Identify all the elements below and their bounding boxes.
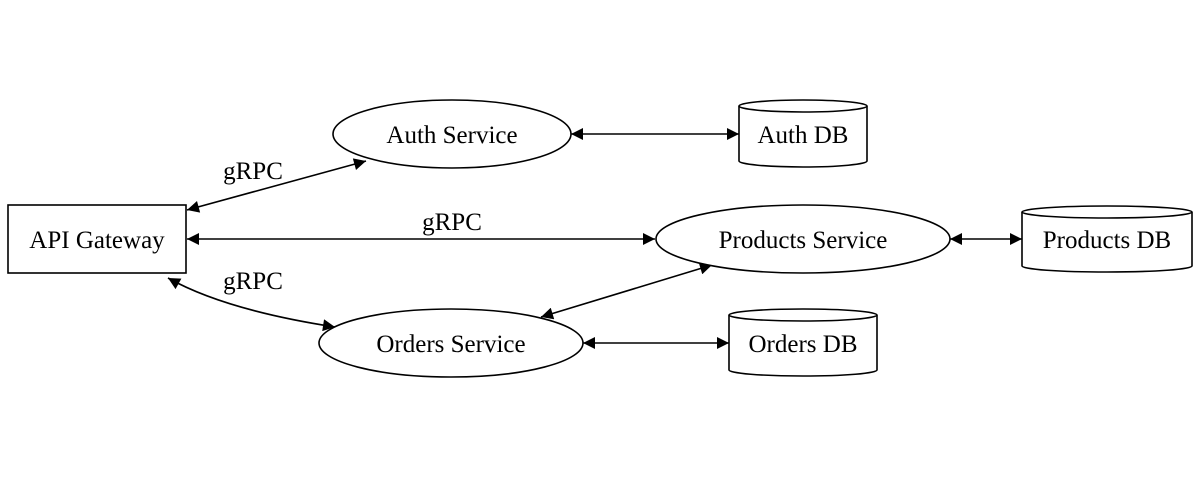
node-orders-db: Orders DB bbox=[728, 308, 878, 377]
node-api-gateway: API Gateway bbox=[7, 204, 187, 274]
edge-label-gateway-auth: gRPC bbox=[223, 158, 283, 185]
node-label-products-db: Products DB bbox=[1043, 227, 1171, 254]
edge-label-gateway-orders: gRPC bbox=[223, 268, 283, 295]
edge-products-orders bbox=[540, 262, 713, 320]
node-label-auth-service: Auth Service bbox=[386, 122, 517, 149]
edge-gateway-auth bbox=[186, 158, 367, 213]
node-products-db: Products DB bbox=[1021, 205, 1193, 273]
node-label-api-gateway: API Gateway bbox=[29, 227, 165, 254]
node-auth-db: Auth DB bbox=[738, 99, 868, 168]
node-auth-service: Auth Service bbox=[332, 99, 572, 169]
node-products-service: Products Service bbox=[655, 204, 951, 274]
node-label-auth-db: Auth DB bbox=[758, 122, 849, 149]
edge-gateway-orders bbox=[167, 277, 336, 332]
edge-label-gateway-products: gRPC bbox=[422, 209, 482, 236]
node-orders-service: Orders Service bbox=[318, 308, 584, 378]
node-label-products-service: Products Service bbox=[719, 227, 888, 254]
node-label-orders-db: Orders DB bbox=[748, 331, 857, 358]
node-label-orders-service: Orders Service bbox=[376, 331, 525, 358]
